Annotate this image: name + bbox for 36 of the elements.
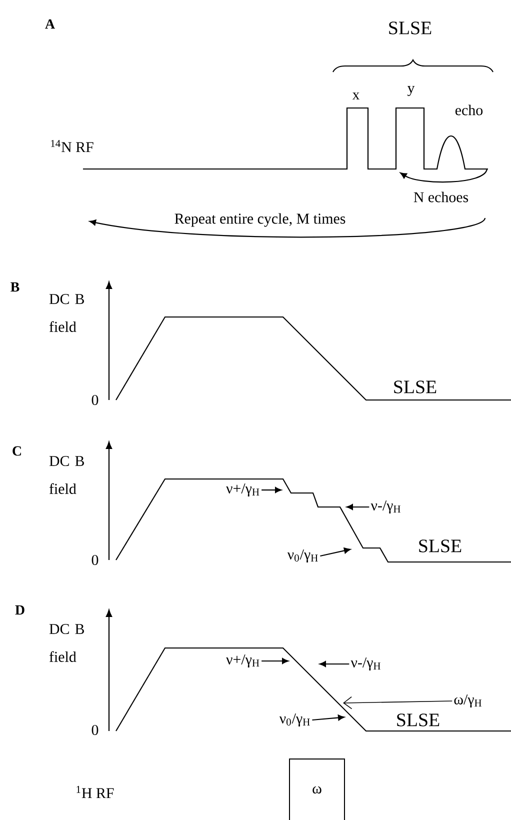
arrow-label: ν+/γ$_{H}$ <box>226 654 260 668</box>
arrow-label: ν$_{0}$/γ$_{H}$ <box>279 713 310 727</box>
panel-letter: A <box>45 19 55 29</box>
arrow-label: ν-/γ$_{H}$ <box>350 657 380 671</box>
arrow <box>319 660 350 667</box>
arrow-label: ω/γ$_{H}$ <box>454 694 482 708</box>
axis-label: DC B field <box>49 624 84 662</box>
panel-letter: D <box>15 605 24 615</box>
section-label: SLSE <box>394 712 442 728</box>
arrow <box>312 714 345 721</box>
arrow <box>346 504 370 510</box>
channel-label: $^{14}$N RF <box>51 140 94 152</box>
panel-letter: C <box>12 446 21 456</box>
pulse-label: echo <box>455 104 483 116</box>
arrow <box>262 658 289 664</box>
arrow-label: ν$_{0}$/γ$_{H}$ <box>287 549 318 563</box>
section-label: SLSE <box>392 380 438 394</box>
pulse-label: x <box>352 92 360 100</box>
axis-label: DC B field <box>49 456 84 494</box>
axis-label: DC B field <box>49 294 84 332</box>
arrow-label: ν+/γ$_{H}$ <box>226 483 260 497</box>
panel-letter: B <box>10 282 20 292</box>
arrow <box>320 548 351 557</box>
pulse-label: y <box>407 86 415 96</box>
arrow <box>262 486 282 493</box>
arrow-label: Repeat entire cycle, M times <box>174 213 346 227</box>
axis-label: 0 <box>92 394 98 406</box>
arrow-label: N echoes <box>414 192 468 202</box>
arrow <box>343 696 453 710</box>
pulse-box: ω <box>289 758 345 820</box>
section-label: SLSE <box>386 20 434 36</box>
channel-label: $^{1}$H RF <box>76 786 114 798</box>
axis-label: 0 <box>92 554 98 566</box>
section-label: SLSE <box>416 538 464 554</box>
axis-label: 0 <box>92 724 98 736</box>
arrow-label: ν-/γ$_{H}$ <box>370 500 400 514</box>
